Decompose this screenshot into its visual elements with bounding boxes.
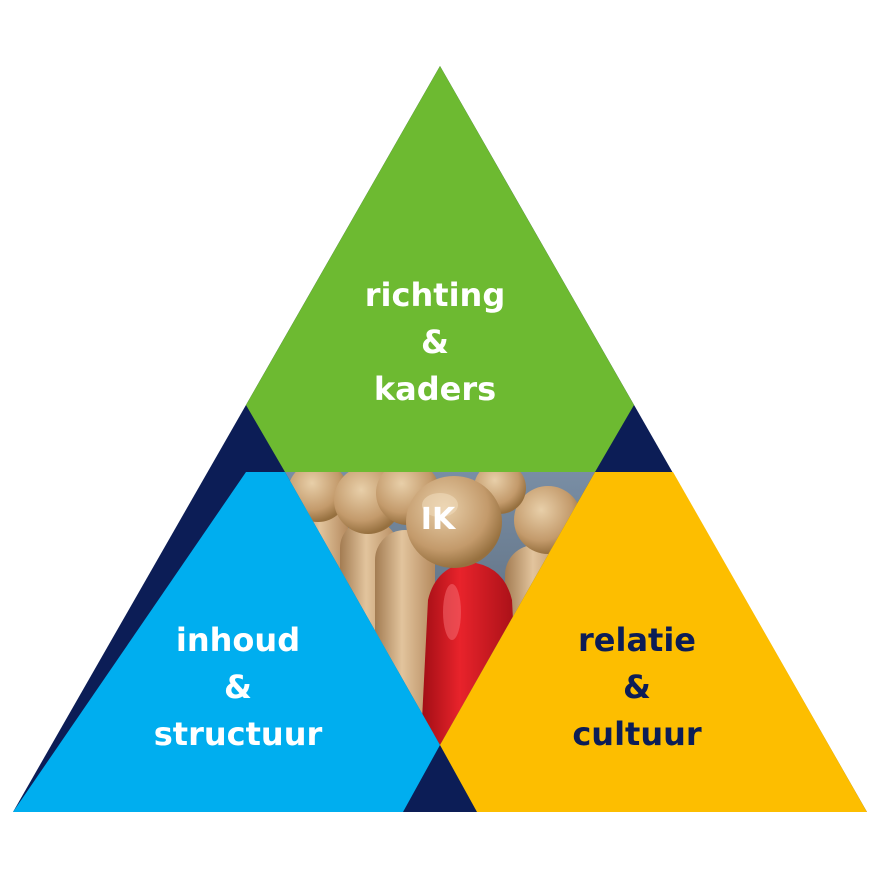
label-left-line-3: structuur (153, 715, 323, 753)
label-top-line-2: & (421, 323, 449, 361)
label-relatie-cultuur: relatie & cultuur (507, 617, 767, 758)
label-richting-kaders: richting & kaders (305, 272, 565, 413)
triangle-top-green (246, 66, 634, 472)
triangle-left-blue (13, 472, 440, 812)
label-left-line-2: & (224, 668, 252, 706)
label-right-line-3: cultuur (572, 715, 702, 753)
label-top-line-1: richting (364, 276, 506, 314)
label-ik: IK (420, 502, 456, 537)
triangle-right-yellow (440, 472, 867, 812)
label-left-line-1: inhoud (175, 621, 301, 659)
label-top-line-3: kaders (373, 370, 497, 408)
label-right-line-2: & (623, 668, 651, 706)
label-right-line-1: relatie (577, 621, 696, 659)
label-inhoud-structuur: inhoud & structuur (108, 617, 368, 758)
